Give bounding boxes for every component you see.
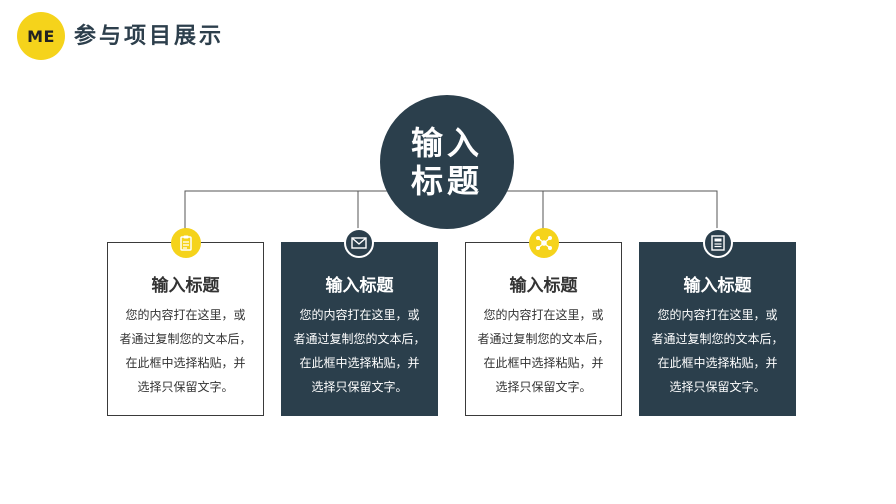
clipboard-icon [171, 228, 201, 258]
card-title: 输入标题 [325, 276, 394, 296]
card-body: 您的内容打在这里，或 者通过复制您的文本后， 在此框中选择粘贴，并 选择只保留文… [477, 308, 610, 394]
logo-badge: ME [17, 12, 65, 60]
card-2: 输入标题 您的内容打在这里，或 者通过复制您的文本后， 在此框中选择粘贴，并 选… [281, 242, 438, 416]
card-body: 您的内容打在这里，或 者通过复制您的文本后， 在此框中选择粘贴，并 选择只保留文… [651, 308, 784, 394]
document-icon [703, 228, 733, 258]
card-title: 输入标题 [683, 276, 752, 296]
card-4: 输入标题 您的内容打在这里，或 者通过复制您的文本后， 在此框中选择粘贴，并 选… [639, 242, 796, 416]
card-title: 输入标题 [151, 276, 220, 296]
card-3: 输入标题 您的内容打在这里，或 者通过复制您的文本后， 在此框中选择粘贴，并 选… [465, 242, 622, 416]
envelope-icon [344, 228, 374, 258]
center-title-line2: 标题 [410, 162, 483, 200]
card-body: 您的内容打在这里，或 者通过复制您的文本后， 在此框中选择粘贴，并 选择只保留文… [293, 308, 426, 394]
logo-text: ME [27, 26, 55, 46]
card-body: 您的内容打在这里，或 者通过复制您的文本后， 在此框中选择粘贴，并 选择只保留文… [119, 308, 252, 394]
center-title-line1: 输入 [410, 124, 483, 162]
center-title-circle: 输入 标题 [380, 95, 514, 229]
page-title: 参与项目展示 [74, 24, 225, 49]
card-1: 输入标题 您的内容打在这里，或 者通过复制您的文本后， 在此框中选择粘贴，并 选… [107, 242, 264, 416]
network-icon [529, 228, 559, 258]
card-title: 输入标题 [509, 276, 578, 296]
